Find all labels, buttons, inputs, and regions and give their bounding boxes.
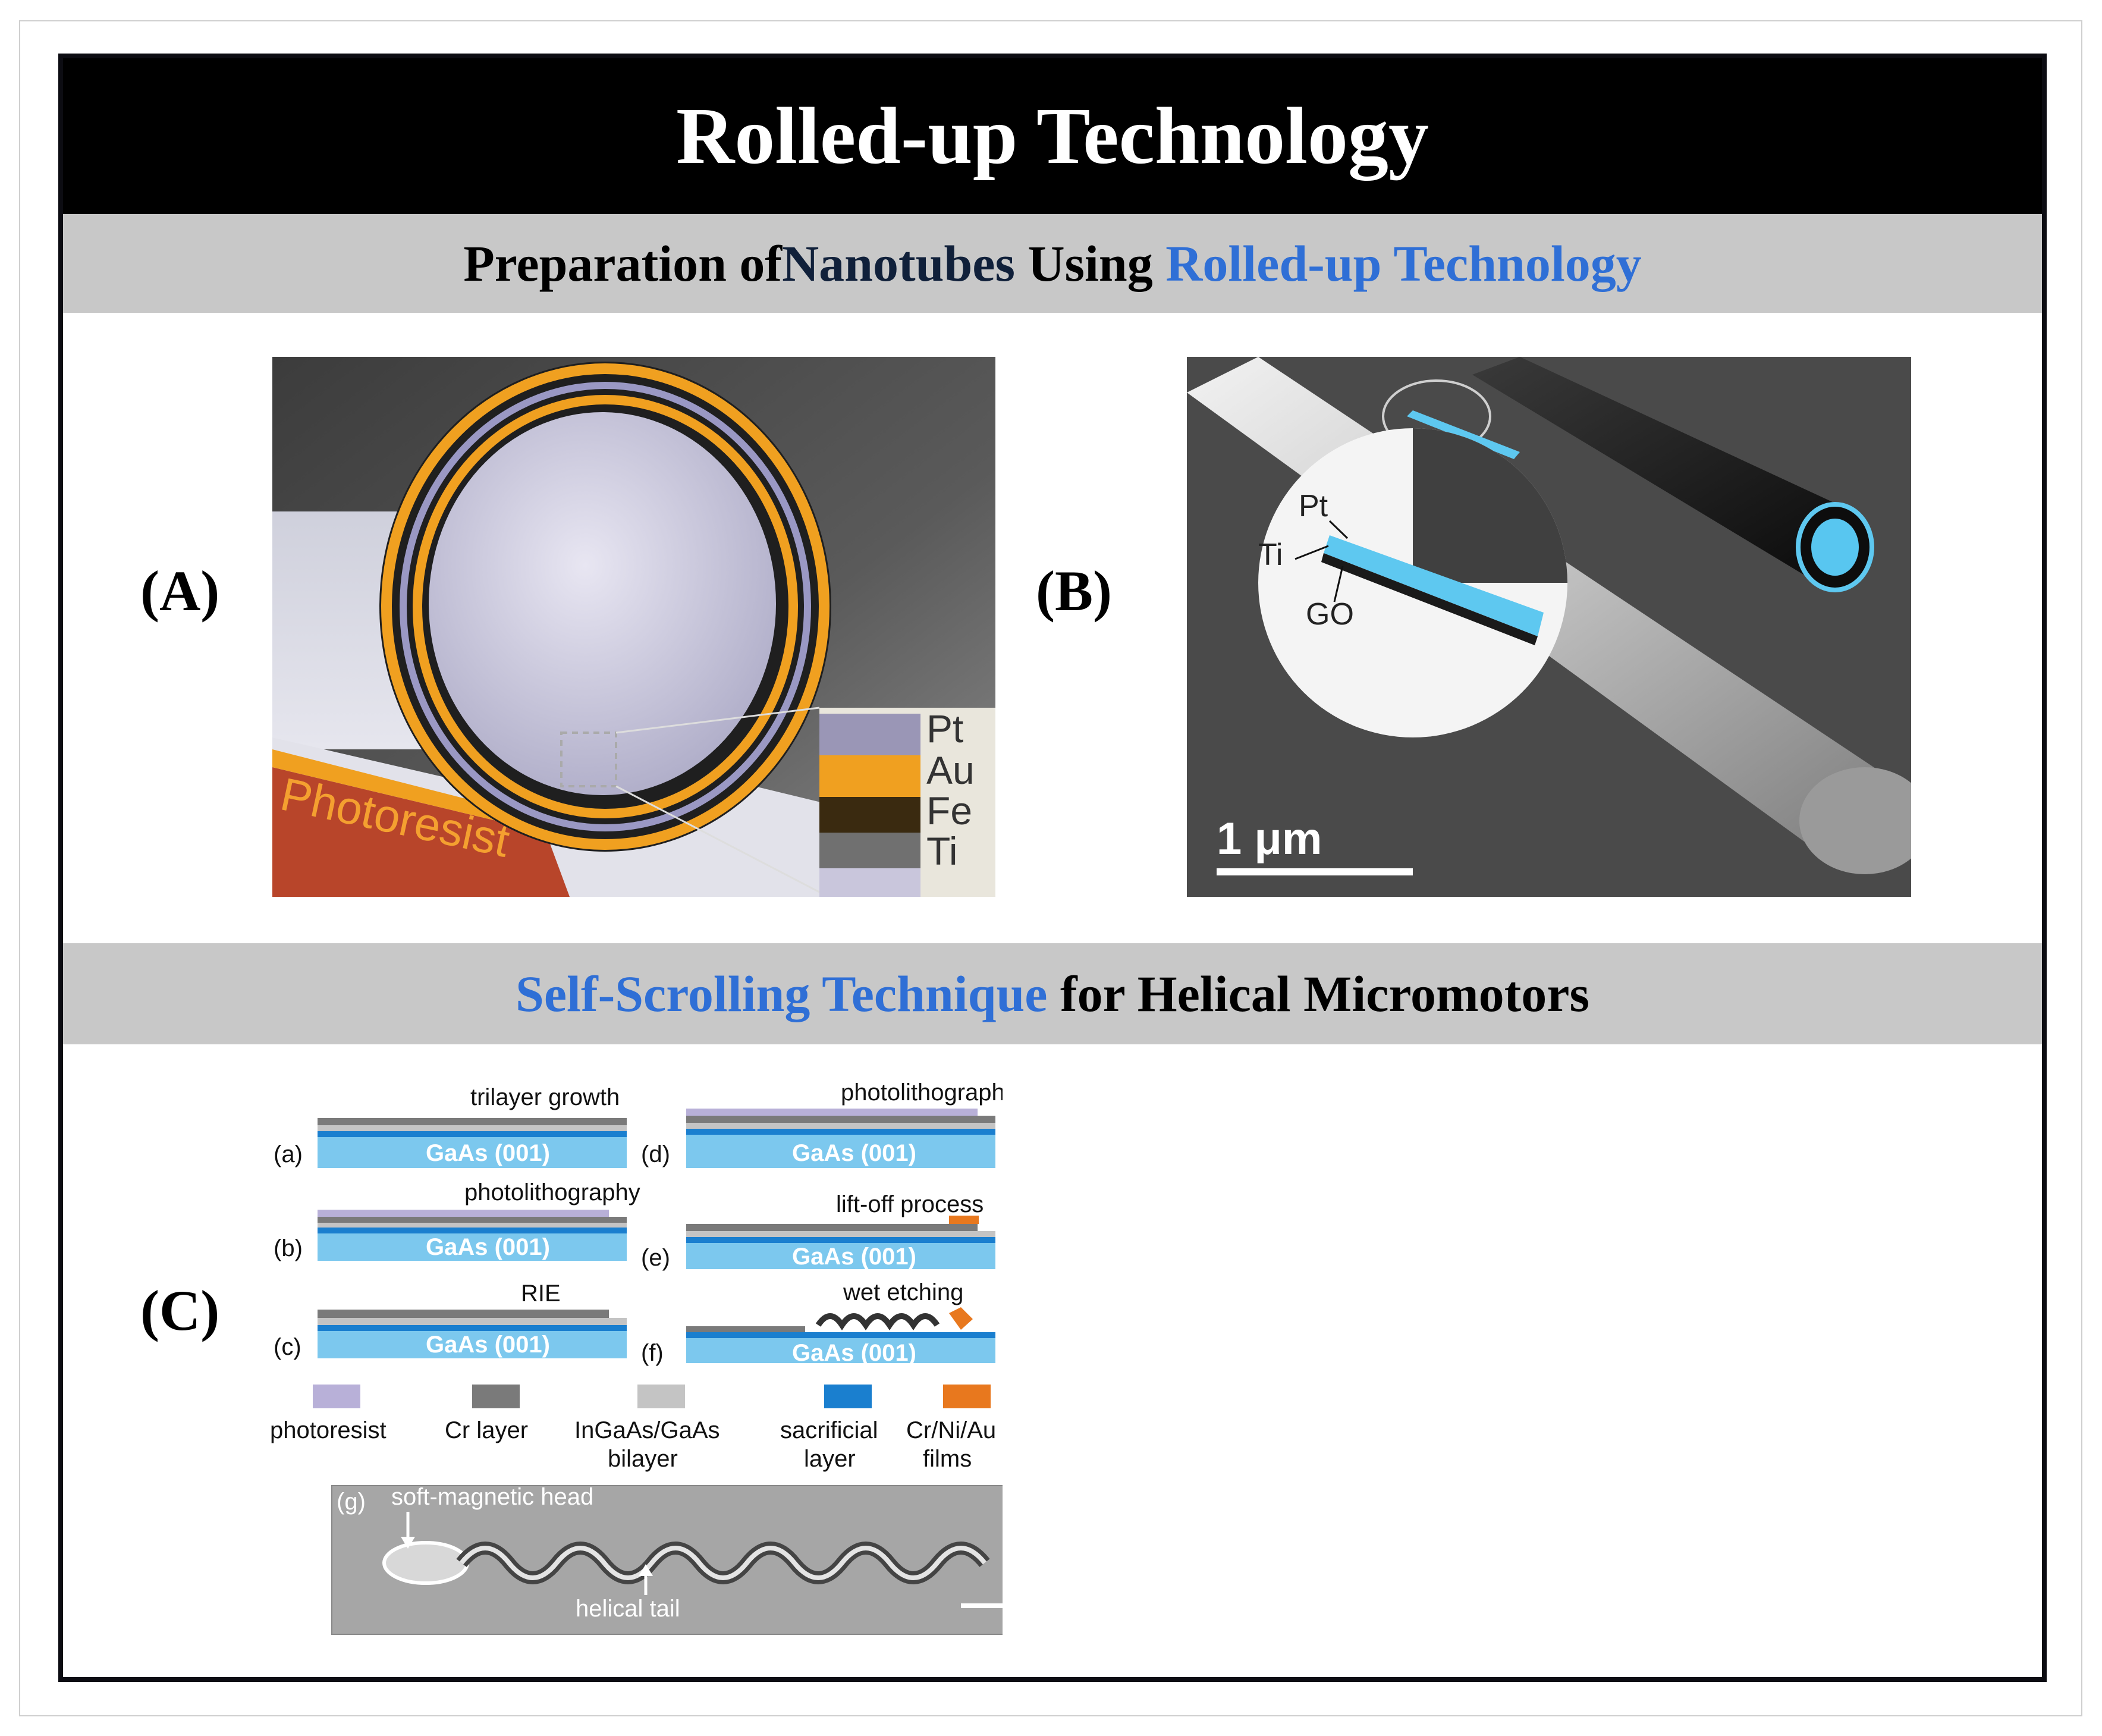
layer-label-go: GO — [1306, 597, 1354, 632]
legend-label-sacrificial-1: sacrificial — [780, 1417, 878, 1443]
panel-b-label: (B) — [1036, 559, 1112, 623]
legend-label-films-1: Cr/Ni/Au — [906, 1417, 996, 1443]
section1-text-1: Preparation of — [463, 235, 783, 292]
layer-label-pt: Pt — [1299, 489, 1328, 523]
head-label: soft-magnetic head — [391, 1484, 593, 1510]
layer-label-ti: Ti — [1258, 538, 1283, 572]
step-d-caption: photolithography — [841, 1079, 1003, 1106]
legend-label-cr-layer: Cr layer — [445, 1417, 528, 1443]
panel-a-image: Photoresist Pt Au Fe Ti — [272, 357, 995, 897]
step-e-letter: (e) — [641, 1245, 670, 1271]
legend-swatch-bilayer — [637, 1385, 685, 1408]
soft-magnetic-head — [382, 1541, 469, 1585]
step-f-substrate: GaAs (001) — [792, 1340, 916, 1366]
step-a: trilayer growth GaAs (001) (a) — [274, 1084, 627, 1168]
legend-swatch-sacrificial — [824, 1385, 872, 1408]
figure-title: Rolled-up Technology — [63, 58, 2042, 214]
outer-frame — [19, 20, 2082, 1716]
section1-text-2: Nanotubes — [782, 235, 1015, 292]
layer-label-pt: Pt — [926, 707, 963, 751]
panel-c-label: (C) — [140, 1279, 220, 1342]
step-e: lift-off process GaAs (001) (e) — [641, 1191, 995, 1271]
step-f-caption: wet etching — [843, 1279, 963, 1305]
panel-c-diagram: trilayer growth GaAs (001) (a) photolith… — [265, 1069, 1003, 1688]
rolled-nanotube-illustration: Photoresist Pt Au Fe Ti — [272, 357, 995, 897]
legend-swatch-cr-layer — [472, 1385, 520, 1408]
legend-label-bilayer-2: bilayer — [608, 1446, 678, 1472]
section-heading-nanotubes: Preparation of Nanotubes Using Rolled-up… — [63, 214, 2042, 313]
step-c-substrate: GaAs (001) — [426, 1332, 550, 1358]
sem-helical-micromotor: (g) soft-magnetic head helical tail — [331, 1484, 1003, 1635]
legend-swatch-films — [943, 1385, 991, 1408]
section-heading-helical: Self-Scrolling Technique for Helical Mic… — [63, 943, 2042, 1044]
legend-label-photoresist: photoresist — [270, 1417, 387, 1443]
scale-bar — [1217, 868, 1413, 875]
step-a-caption: trilayer growth — [470, 1084, 620, 1110]
step-b-letter: (b) — [274, 1235, 303, 1261]
layer-label-fe: Fe — [926, 789, 972, 833]
sem-letter: (g) — [337, 1489, 366, 1515]
panel-a-label: (A) — [140, 559, 220, 623]
figure-panel: Rolled-up Technology Preparation of Nano… — [58, 54, 2047, 1682]
layer-label-ti: Ti — [926, 829, 958, 873]
photoresist-slab — [272, 767, 570, 897]
fabrication-steps: trilayer growth GaAs (001) (a) photolith… — [270, 1079, 1003, 1635]
sem-nanotube-image: Pt Ti GO 1 μm — [1187, 357, 1911, 897]
section2-text-2: for Helical Micromotors — [1047, 965, 1589, 1022]
step-d-letter: (d) — [641, 1141, 670, 1167]
panel-b-image: Pt Ti GO 1 μm — [1187, 357, 1911, 897]
section2-text-1: Self-Scrolling Technique — [516, 965, 1048, 1022]
step-b-substrate: GaAs (001) — [426, 1234, 550, 1260]
legend-label-sacrificial-2: layer — [804, 1446, 856, 1472]
step-a-substrate: GaAs (001) — [426, 1140, 550, 1166]
legend-swatch-photoresist — [313, 1385, 360, 1408]
step-b-caption: photolithography — [464, 1179, 640, 1206]
tail-label: helical tail — [576, 1596, 680, 1622]
step-a-letter: (a) — [274, 1141, 303, 1167]
step-e-caption: lift-off process — [836, 1191, 984, 1217]
step-c: RIE GaAs (001) (c) — [274, 1280, 627, 1360]
step-f: wet etching GaAs (001) (f) — [641, 1279, 995, 1366]
legend: photoresist Cr layer InGaAs/GaAs bilayer… — [270, 1385, 996, 1472]
step-d: photolithography GaAs (001) (d) — [641, 1079, 1003, 1168]
step-d-substrate: GaAs (001) — [792, 1140, 916, 1166]
step-c-letter: (c) — [274, 1334, 301, 1360]
section1-text-3: Using — [1014, 235, 1166, 292]
sem-scale-bar — [961, 1603, 1003, 1608]
scale-bar-label: 1 μm — [1217, 814, 1322, 864]
step-f-letter: (f) — [641, 1340, 664, 1366]
section1-text-4: Rolled-up Technology — [1165, 235, 1642, 292]
step-c-caption: RIE — [521, 1280, 561, 1307]
step-b: photolithography GaAs (001) (b) — [274, 1179, 640, 1261]
step-e-substrate: GaAs (001) — [792, 1244, 916, 1270]
layer-label-au: Au — [926, 748, 975, 792]
legend-label-films-2: films — [923, 1446, 972, 1472]
legend-label-bilayer-1: InGaAs/GaAs — [574, 1417, 720, 1443]
